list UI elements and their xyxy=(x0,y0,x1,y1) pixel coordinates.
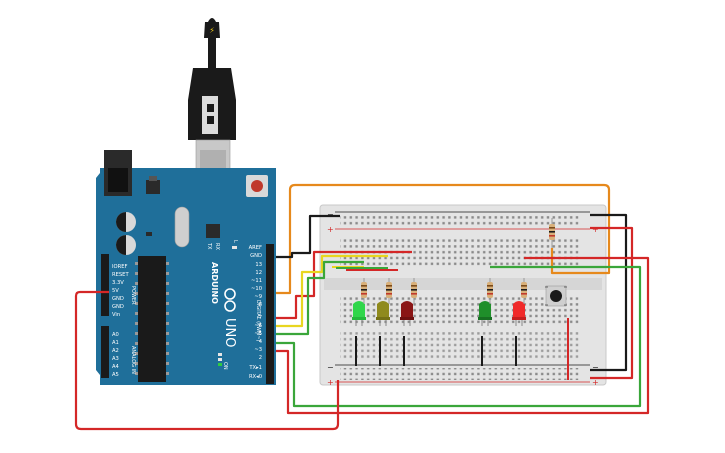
resistor-1[interactable] xyxy=(361,278,367,304)
brand-label: ARDUINO xyxy=(210,262,219,304)
dark-green-led[interactable] xyxy=(478,301,492,326)
resistor-2[interactable] xyxy=(386,278,392,304)
pin-label: ~10 xyxy=(251,286,262,292)
on-label: ON xyxy=(222,362,228,370)
pin-label: ~9 xyxy=(254,294,262,300)
pin-label: GND xyxy=(112,304,124,310)
digital-pin-labels: AREF GND 13 12 ~11 ~10 ~9 8 7 ~6 ~5 4 ~3… xyxy=(248,245,262,380)
model-label: UNO xyxy=(222,318,237,347)
resistor-4[interactable] xyxy=(487,278,493,304)
red-wire-pin3[interactable] xyxy=(276,256,650,415)
black-wire-rail[interactable] xyxy=(590,213,628,372)
rail-plus-label: + xyxy=(592,225,599,234)
pin-label: A2 xyxy=(112,348,119,354)
analog-header xyxy=(101,326,109,378)
tx-label: TX xyxy=(206,242,212,250)
black-wire-gnd[interactable] xyxy=(276,214,340,259)
resistor-5[interactable] xyxy=(521,278,527,304)
pin-label: A4 xyxy=(112,364,120,370)
atmega-chip xyxy=(138,256,166,382)
pin-label: 13 xyxy=(255,262,262,268)
power-pin-labels: IOREF RESET 3.3V 5V GND GND Vin xyxy=(112,264,129,318)
rail-minus-label: − xyxy=(327,210,334,219)
ground-jumpers[interactable] xyxy=(355,336,517,366)
resistor-3[interactable] xyxy=(411,278,417,304)
digital-header xyxy=(266,244,274,384)
green-wire-pin5[interactable] xyxy=(276,260,364,336)
pin-label: GND xyxy=(112,296,124,302)
pin-label: A1 xyxy=(112,340,119,346)
pin-label: RX◂0 xyxy=(249,374,262,380)
power-label: POWER xyxy=(130,286,136,305)
green-led[interactable] xyxy=(352,301,366,326)
pin-label: A0 xyxy=(112,332,119,338)
usb-cable[interactable]: ⚡ xyxy=(188,18,236,187)
rail-minus-label: − xyxy=(327,363,334,372)
green-wire-pin4[interactable] xyxy=(276,265,642,408)
pin-label: 4 xyxy=(259,339,263,345)
usb-chip xyxy=(206,224,220,238)
breadboard[interactable]: − + − + − + − + xyxy=(319,204,607,387)
bolt-icon: ⚡ xyxy=(209,26,215,35)
reset-button[interactable] xyxy=(246,175,268,197)
pin-label: 5V xyxy=(112,288,119,294)
pin-label: 8 xyxy=(259,302,262,308)
l-label: L xyxy=(232,240,238,243)
crystal-oscillator xyxy=(174,206,190,248)
rail-plus-label: + xyxy=(327,378,334,387)
analog-label: ANALOG IN xyxy=(130,346,136,374)
pin-label: A5 xyxy=(112,372,119,378)
pin-label: A3 xyxy=(112,356,119,362)
pin-label: 12 xyxy=(255,270,262,276)
rx-label: RX xyxy=(214,243,220,250)
pin-label: 7 xyxy=(259,315,262,321)
arduino-logo xyxy=(224,288,236,312)
rail-plus-label: + xyxy=(592,378,599,387)
pin-label: ~3 xyxy=(254,347,262,353)
arduino-uno-board[interactable]: ARDUINO UNO DIGITAL (PWM~) POWER ANALOG … xyxy=(96,150,276,385)
pin-label: 2 xyxy=(259,355,262,361)
pin-label: ~5 xyxy=(254,331,262,337)
pin-label: ~11 xyxy=(251,278,262,284)
rail-minus-label: − xyxy=(592,363,599,372)
pushbutton[interactable] xyxy=(545,285,567,307)
analog-pin-labels: A0 A1 A2 A3 A4 A5 xyxy=(112,332,120,378)
orange-wire[interactable] xyxy=(276,183,611,295)
pin-label: AREF xyxy=(249,245,262,251)
pin-label: ~6 xyxy=(254,323,262,329)
pin-label: TX▸1 xyxy=(248,365,262,371)
power-header xyxy=(101,254,109,316)
red-wire-5v[interactable] xyxy=(74,290,340,431)
pin-label: GND xyxy=(250,253,262,259)
pin-label: RESET xyxy=(112,272,129,278)
red-wire-right[interactable] xyxy=(590,226,634,380)
yellow-wire-pin6[interactable] xyxy=(276,254,388,328)
digital-label: DIGITAL (PWM~) xyxy=(255,300,261,342)
voltage-regulator xyxy=(146,180,160,194)
pin-label: Vin xyxy=(112,312,120,318)
dark-red-led[interactable] xyxy=(400,301,414,326)
rail-plus-label: + xyxy=(327,225,334,234)
resistor-6[interactable] xyxy=(549,218,555,248)
on-led xyxy=(218,363,222,366)
pin-label: 3.3V xyxy=(112,280,124,286)
red-wire-pin7[interactable] xyxy=(276,250,412,320)
olive-led[interactable] xyxy=(376,301,390,326)
red-led[interactable] xyxy=(512,301,526,326)
pin-label: IOREF xyxy=(112,264,127,270)
